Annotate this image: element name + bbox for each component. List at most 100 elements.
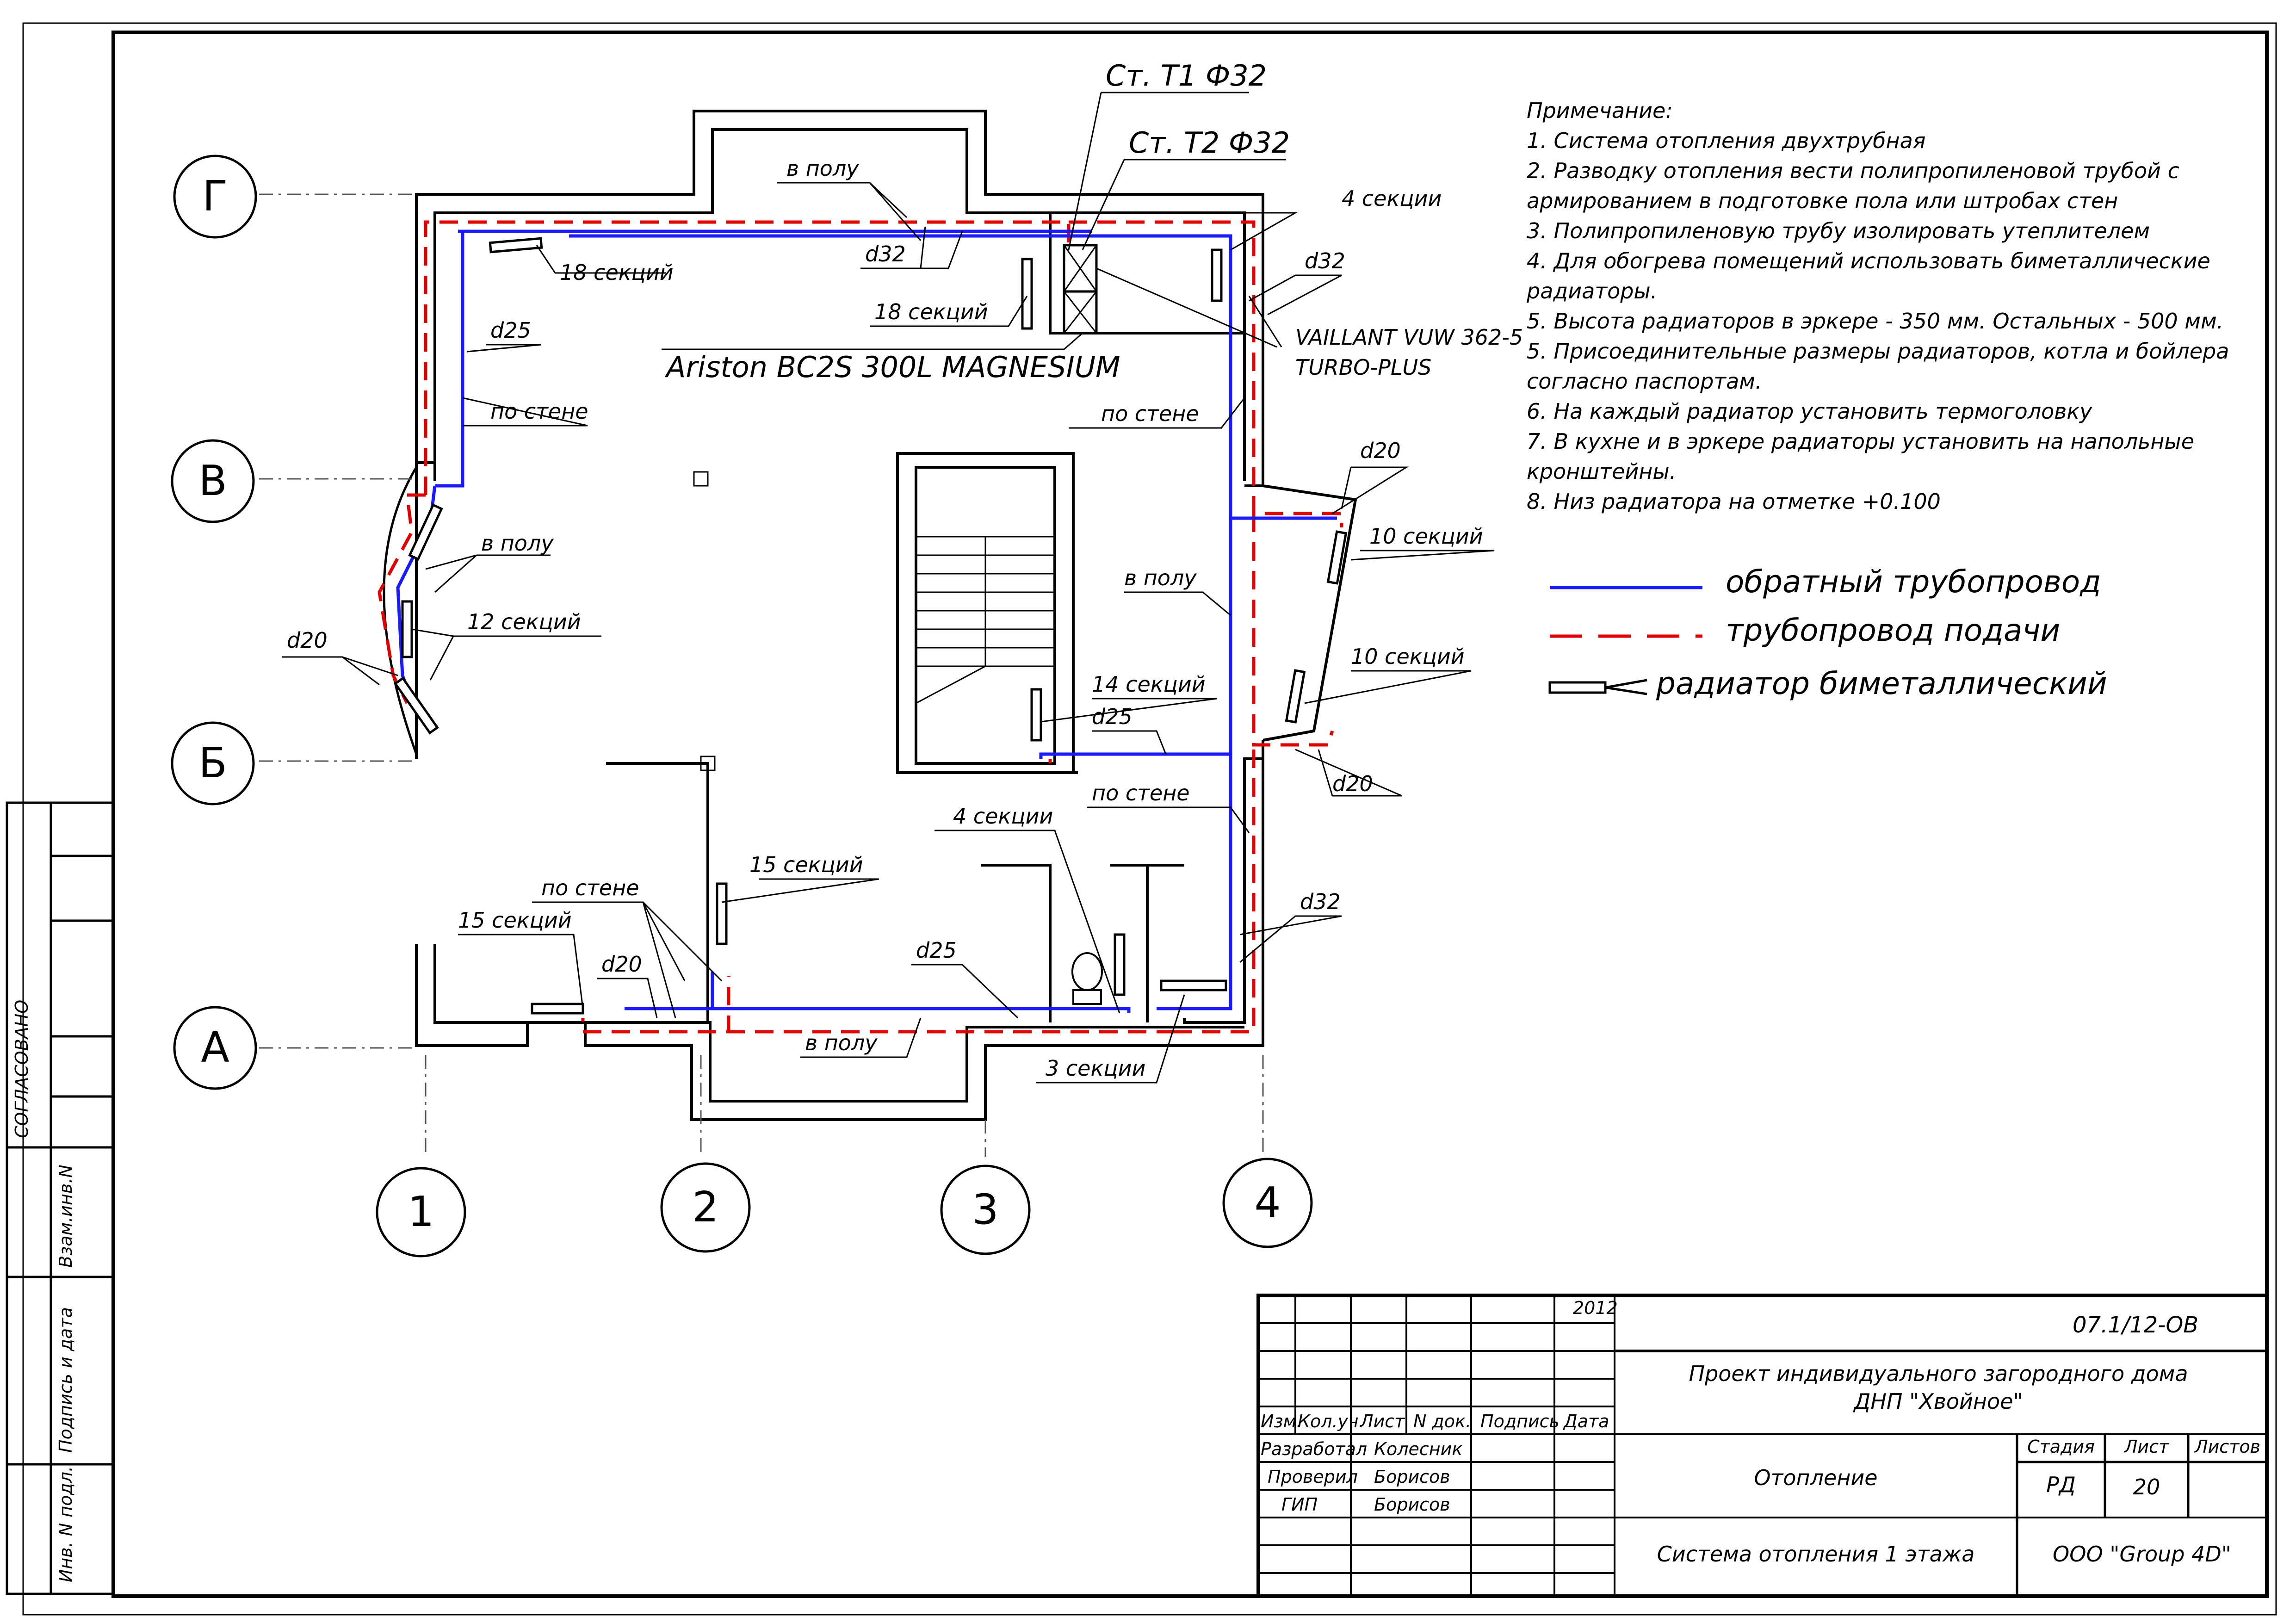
label-4-sections-mid: 4 секции bbox=[953, 804, 1053, 829]
label-d25-bot: d25 bbox=[916, 938, 957, 963]
toilet-fixture bbox=[1071, 952, 1103, 1005]
stamp-inv: Инв. N подл. bbox=[56, 1466, 76, 1582]
radiator bbox=[1326, 530, 1348, 585]
stamp-agreed: СОГЛАСОВАНО bbox=[12, 1000, 32, 1138]
note-line: согласно паспортам. bbox=[1527, 369, 1762, 394]
tb-role-developed: Разработал bbox=[1261, 1439, 1367, 1459]
tb-sheet-header: Лист bbox=[2123, 1437, 2170, 1457]
radiator bbox=[489, 237, 543, 254]
radiator bbox=[408, 503, 443, 561]
label-15-sections-a: 15 секций bbox=[749, 852, 863, 877]
tb-drawing-name: Система отопления 1 этажа bbox=[1657, 1542, 1975, 1567]
note-line: 6. На каждый радиатор установить термого… bbox=[1527, 399, 2092, 424]
label-3-sections: 3 секции bbox=[1046, 1056, 1145, 1081]
label-4-sections-top: 4 секции bbox=[1342, 186, 1442, 211]
radiator bbox=[1285, 669, 1306, 724]
tb-col-date: Дата bbox=[1563, 1411, 1609, 1431]
label-18-sections-b: 18 секций bbox=[874, 299, 988, 324]
title-block bbox=[1256, 1294, 2269, 1598]
radiators bbox=[394, 237, 1348, 1015]
label-14-sections: 14 секций bbox=[1092, 672, 1206, 697]
axis-row-g: Г bbox=[203, 172, 228, 221]
tb-project-line1: Проект индивидуального загородного дома bbox=[1689, 1361, 2188, 1386]
legend-supply-label: трубопровод подачи bbox=[1726, 613, 2060, 648]
label-po-stene-bot: по стене bbox=[541, 875, 639, 900]
axis-row-a: А bbox=[201, 1023, 229, 1072]
riser-t2-label: Ст. Т2 Ф32 bbox=[1129, 126, 1290, 160]
label-d20-right-top: d20 bbox=[1360, 438, 1401, 463]
label-d20-right-bot: d20 bbox=[1332, 771, 1373, 796]
radiator bbox=[1160, 979, 1227, 991]
return-pipes bbox=[396, 229, 1337, 1013]
notes-block: Примечание: 1. Система отопления двухтру… bbox=[1526, 98, 2229, 514]
legend-radiator-label: радиатор биметаллический bbox=[1656, 666, 2107, 701]
label-d25-mid: d25 bbox=[1092, 704, 1133, 729]
label-12-sections: 12 секций bbox=[467, 609, 581, 634]
axis-lines bbox=[259, 193, 1264, 1157]
riser-t1-label: Ст. Т1 Ф32 bbox=[1106, 59, 1267, 93]
leader-lines bbox=[282, 92, 1495, 1084]
radiator bbox=[1030, 688, 1042, 742]
radiator bbox=[531, 1003, 584, 1015]
label-boiler-line1: VAILLANT VUW 362-5 bbox=[1295, 325, 1523, 350]
legend: обратный трубопровод трубопровод подачи … bbox=[1548, 564, 2107, 701]
label-v-polu-bay: в полу bbox=[481, 531, 554, 556]
axis-col-1: 1 bbox=[408, 1188, 434, 1236]
notes-title: Примечание: bbox=[1527, 98, 1673, 123]
tb-name-developed: Колесник bbox=[1374, 1439, 1462, 1459]
tb-section: Отопление bbox=[1754, 1465, 1877, 1490]
tb-col-list: Лист bbox=[1359, 1411, 1405, 1431]
tb-col-sign: Подпись bbox=[1480, 1411, 1560, 1431]
note-line: 7. В кухне и в эркере радиаторы установи… bbox=[1527, 429, 2194, 454]
tb-name-gip: Борисов bbox=[1374, 1494, 1450, 1515]
note-line: кронштейны. bbox=[1527, 459, 1676, 484]
tb-col-ndoc: N док. bbox=[1413, 1411, 1471, 1431]
label-d32-right-bot: d32 bbox=[1300, 889, 1341, 914]
axis-row-v: В bbox=[198, 457, 227, 505]
tb-col-kol: Кол.уч. bbox=[1298, 1411, 1364, 1431]
axis-labels: Г В Б А 1 2 3 4 bbox=[198, 172, 1281, 1236]
tb-year: 2012 bbox=[1573, 1298, 1618, 1318]
label-10-sections-a: 10 секций bbox=[1369, 524, 1483, 549]
label-po-stene-mid: по стене bbox=[1092, 781, 1190, 805]
radiator bbox=[716, 882, 728, 945]
label-v-polu-mid: в полу bbox=[1124, 565, 1197, 590]
label-boiler-line2: TURBO-PLUS bbox=[1295, 355, 1431, 380]
label-d20-left: d20 bbox=[287, 628, 328, 653]
label-boiler-tank: Ariston BC2S 300L MAGNESIUM bbox=[664, 350, 1120, 384]
stamp-replace: Взам.инв.N bbox=[56, 1165, 76, 1268]
tb-project-line2: ДНП "Хвойное" bbox=[1853, 1389, 2023, 1414]
label-10-sections-b: 10 секций bbox=[1351, 644, 1465, 669]
axis-col-2: 2 bbox=[692, 1183, 718, 1232]
note-line: 5. Высота радиаторов в эркере - 350 мм. … bbox=[1527, 309, 2223, 334]
side-stamp bbox=[6, 801, 115, 1595]
label-d32-top: d32 bbox=[865, 242, 906, 266]
tb-code: 07.1/12-ОВ bbox=[2073, 1312, 2198, 1338]
note-line: 5. Присоединительные размеры радиаторов,… bbox=[1527, 339, 2229, 364]
radiator bbox=[401, 600, 413, 658]
plan-labels: Ст. Т1 Ф32 Ст. Т2 Ф32 в полу d32 18 секц… bbox=[287, 59, 1523, 1081]
legend-radiator-icon bbox=[1548, 679, 1647, 695]
radiator bbox=[394, 676, 439, 735]
boiler-equipment bbox=[1063, 244, 1098, 335]
tb-role-checked: Проверил bbox=[1268, 1467, 1358, 1487]
tb-stage-value: РД bbox=[2046, 1472, 2076, 1497]
note-line: радиаторы. bbox=[1526, 279, 1657, 304]
note-line: 4. Для обогрева помещений использовать б… bbox=[1527, 248, 2210, 273]
legend-return-label: обратный трубопровод bbox=[1726, 564, 2101, 600]
tb-col-izm: Изм. bbox=[1261, 1411, 1302, 1431]
outer-frame bbox=[22, 22, 2277, 1616]
tb-name-checked: Борисов bbox=[1374, 1467, 1450, 1487]
label-d20-bot: d20 bbox=[601, 952, 642, 977]
tb-sheet-value: 20 bbox=[2133, 1474, 2160, 1499]
label-d25-left: d25 bbox=[490, 318, 531, 343]
tb-stage-header: Стадия bbox=[2027, 1437, 2095, 1457]
label-v-polu-top: в полу bbox=[786, 156, 859, 181]
radiator bbox=[1114, 933, 1126, 996]
tb-sheets-header: Листов bbox=[2194, 1437, 2260, 1457]
note-line: 3. Полипропиленовую трубу изолировать ут… bbox=[1527, 218, 2150, 243]
title-block-texts: 2012 07.1/12-ОВ Проект индивидуального з… bbox=[1261, 1298, 2260, 1567]
label-15-sections-b: 15 секций bbox=[458, 908, 572, 933]
label-po-stene-right: по стене bbox=[1101, 401, 1199, 426]
